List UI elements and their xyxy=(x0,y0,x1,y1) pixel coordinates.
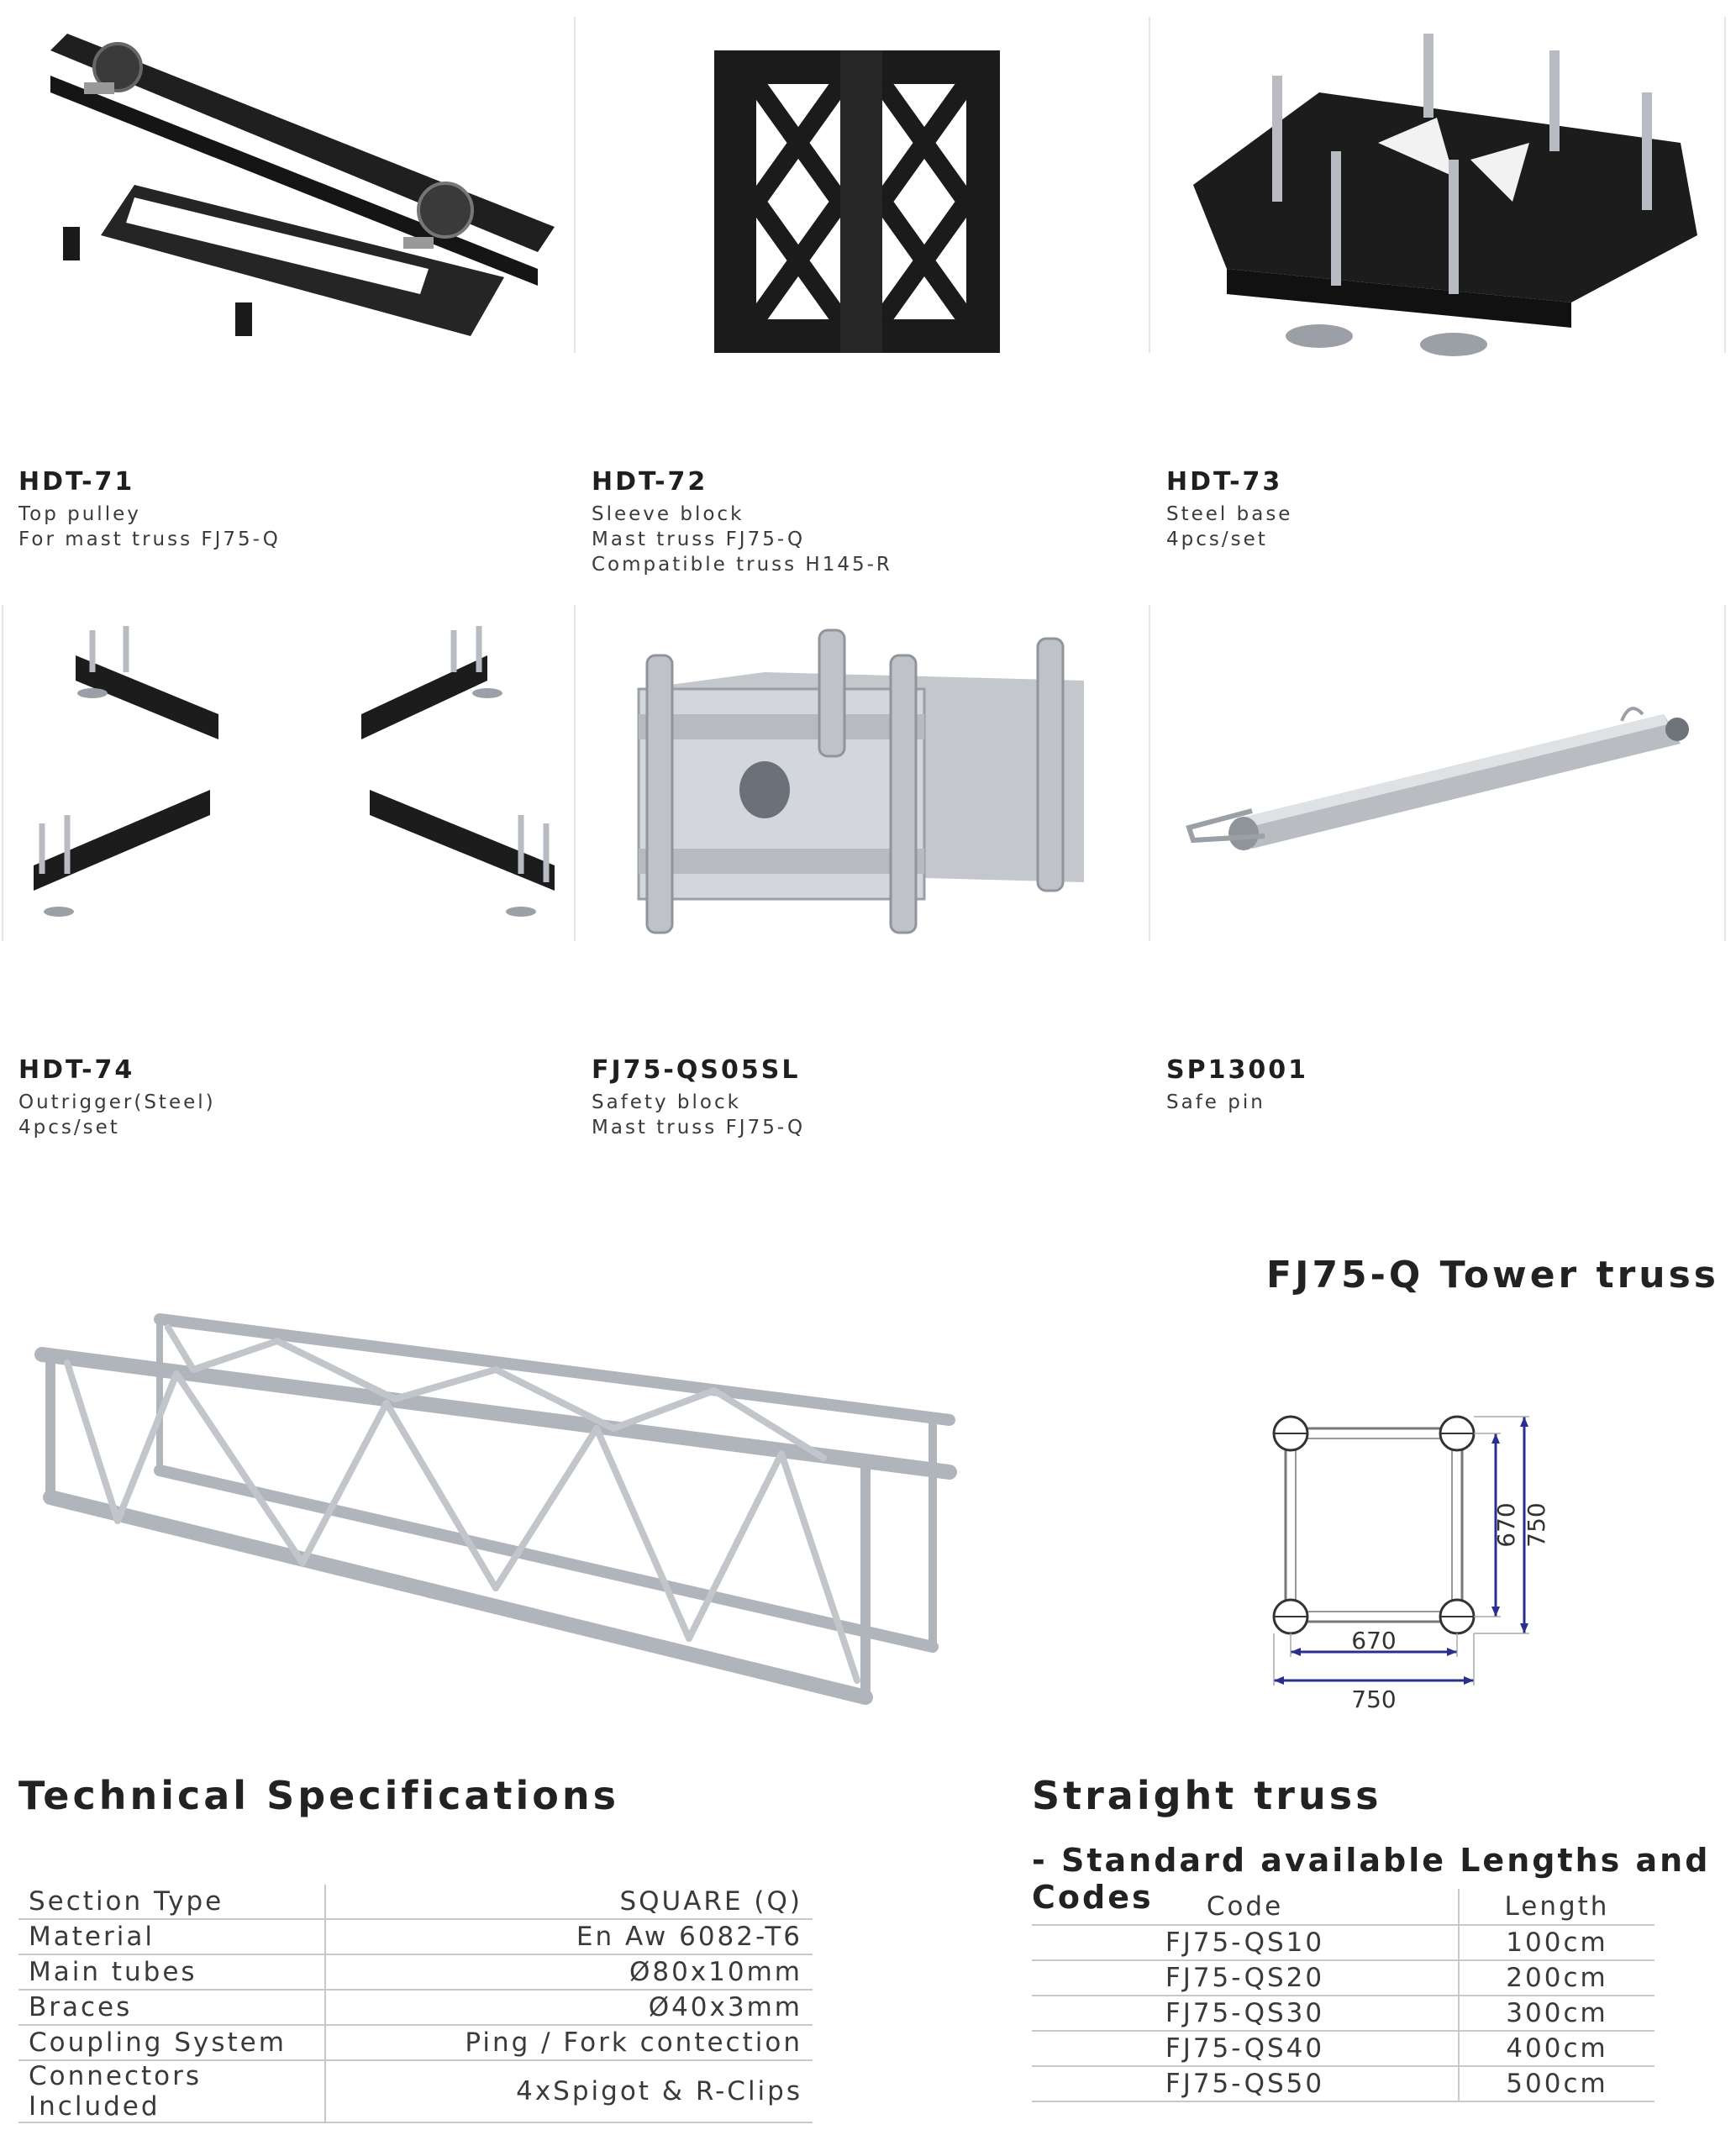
sleeve-block-image xyxy=(714,50,1000,353)
tech-specs-title: Technical Specifications xyxy=(18,1773,619,1818)
separator xyxy=(1724,17,1726,353)
tower-truss-image xyxy=(34,1313,957,1705)
truss-length: 300cm xyxy=(1459,1996,1654,2032)
table-row: FJ75-QS40 400cm xyxy=(1032,2031,1654,2067)
separator xyxy=(574,17,576,353)
table-row: FJ75-QS50 500cm xyxy=(1032,2066,1654,2102)
cross-section-drawing: 670 750 670 750 xyxy=(1272,1415,1550,1713)
separator xyxy=(1149,17,1150,353)
product-description: Sleeve block xyxy=(592,503,744,525)
dimension-inner-height: 670 xyxy=(1492,1502,1520,1547)
product-description: Outrigger(Steel) xyxy=(18,1091,216,1113)
top-pulley-image xyxy=(50,34,555,336)
spec-label: Section Type xyxy=(18,1885,326,1920)
outrigger-image xyxy=(34,626,555,917)
product-code: HDT-72 xyxy=(592,467,708,497)
product-code: HDT-74 xyxy=(18,1055,135,1085)
product-caption: HDT-73 Steel base 4pcs/set xyxy=(1166,467,1292,552)
spec-value: Ø80x10mm xyxy=(325,1954,813,1991)
product-code: FJ75-QS05SL xyxy=(592,1055,801,1085)
truss-code: FJ75-QS30 xyxy=(1032,1996,1460,2032)
product-description: Mast truss FJ75-Q xyxy=(592,1117,806,1139)
spec-label: Connectors Included xyxy=(18,2060,326,2123)
truss-code: FJ75-QS40 xyxy=(1032,2031,1460,2067)
product-description: Top pulley xyxy=(18,503,141,525)
table-row: Section Type SQUARE (Q) xyxy=(18,1885,813,1920)
table-header-row: Code Length xyxy=(1032,1889,1654,1926)
truss-length: 200cm xyxy=(1459,1960,1654,1996)
truss-code: FJ75-QS50 xyxy=(1032,2066,1460,2102)
product-description: For mast truss FJ75-Q xyxy=(18,529,281,550)
table-row: Connectors Included 4xSpigot & R-Clips xyxy=(18,2060,813,2123)
dimension-outer-height: 750 xyxy=(1523,1502,1550,1547)
spec-value: SQUARE (Q) xyxy=(325,1885,813,1920)
safe-pin-image xyxy=(1186,707,1689,850)
spec-value: En Aw 6082-T6 xyxy=(325,1919,813,1955)
spec-label: Main tubes xyxy=(18,1954,326,1991)
truss-length: 400cm xyxy=(1459,2031,1654,2067)
truss-length: 500cm xyxy=(1459,2066,1654,2102)
safety-block-image xyxy=(637,628,1084,934)
product-description: Safety block xyxy=(592,1091,741,1113)
product-description: Compatible truss H145-R xyxy=(592,554,892,576)
table-row: FJ75-QS30 300cm xyxy=(1032,1996,1654,2032)
product-code: HDT-71 xyxy=(18,467,135,497)
product-description: 4pcs/set xyxy=(1166,529,1268,550)
product-code: SP13001 xyxy=(1166,1055,1308,1085)
separator xyxy=(1149,605,1150,941)
table-row: FJ75-QS10 100cm xyxy=(1032,1925,1654,1961)
truss-code: FJ75-QS20 xyxy=(1032,1960,1460,1996)
product-description: Steel base xyxy=(1166,503,1293,525)
table-row: Braces Ø40x3mm xyxy=(18,1990,813,2026)
dimension-outer-width: 750 xyxy=(1351,1686,1396,1713)
product-description: Mast truss FJ75-Q xyxy=(592,529,806,550)
product-caption: HDT-71 Top pulley For mast truss FJ75-Q xyxy=(18,467,281,552)
product-caption: HDT-72 Sleeve block Mast truss FJ75-Q Co… xyxy=(592,467,892,577)
separator xyxy=(574,605,576,941)
product-caption: SP13001 Safe pin xyxy=(1166,1055,1308,1115)
dimension-inner-width: 670 xyxy=(1351,1627,1396,1654)
spec-value: 4xSpigot & R-Clips xyxy=(325,2060,813,2123)
product-caption: HDT-74 Outrigger(Steel) 4pcs/set xyxy=(18,1055,216,1140)
product-description: Safe pin xyxy=(1166,1091,1265,1113)
separator xyxy=(1724,605,1726,941)
table-row: Main tubes Ø80x10mm xyxy=(18,1954,813,1991)
steel-base-image xyxy=(1193,34,1697,356)
spec-label: Braces xyxy=(18,1990,326,2026)
column-header-length: Length xyxy=(1459,1889,1654,1926)
table-row: FJ75-QS20 200cm xyxy=(1032,1960,1654,1996)
straight-truss-title: Straight truss xyxy=(1032,1773,1382,1818)
spec-label: Coupling System xyxy=(18,2025,326,2061)
product-caption: FJ75-QS05SL Safety block Mast truss FJ75… xyxy=(592,1055,805,1140)
spec-label: Material xyxy=(18,1919,326,1955)
truss-code: FJ75-QS10 xyxy=(1032,1925,1460,1961)
column-header-code: Code xyxy=(1032,1889,1460,1926)
lengths-table: Code Length FJ75-QS10 100cm FJ75-QS20 20… xyxy=(1032,1889,1654,2102)
spec-value: Ping / Fork contection xyxy=(325,2025,813,2061)
table-row: Coupling System Ping / Fork contection xyxy=(18,2025,813,2061)
separator xyxy=(2,605,3,941)
table-row: Material En Aw 6082-T6 xyxy=(18,1919,813,1955)
truss-length: 100cm xyxy=(1459,1925,1654,1961)
product-code: HDT-73 xyxy=(1166,467,1283,497)
spec-value: Ø40x3mm xyxy=(325,1990,813,2026)
tower-truss-title: FJ75-Q Tower truss xyxy=(1266,1254,1719,1296)
tech-specs-table: Section Type SQUARE (Q) Material En Aw 6… xyxy=(18,1885,813,2123)
product-description: 4pcs/set xyxy=(18,1117,120,1139)
